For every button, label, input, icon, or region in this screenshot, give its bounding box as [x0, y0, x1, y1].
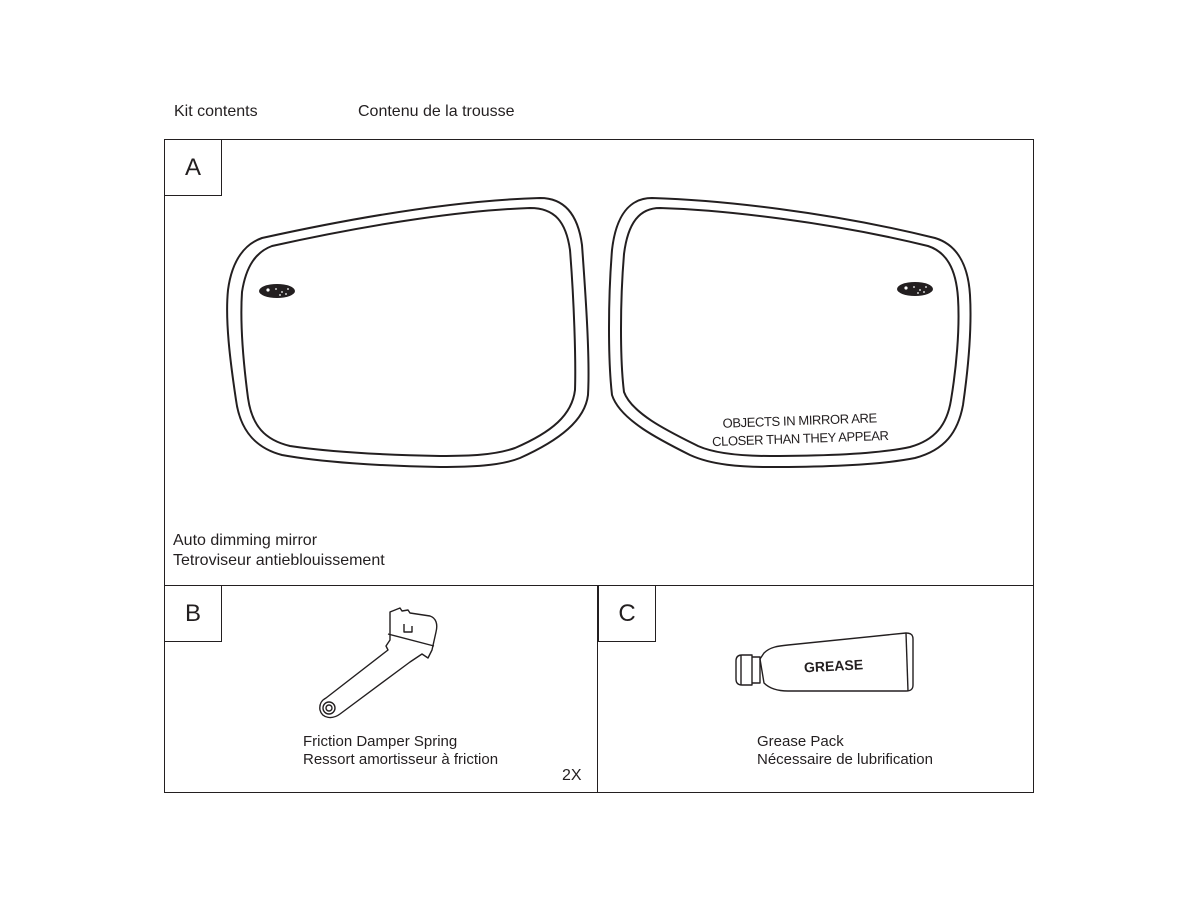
- section-b-caption: Friction Damper Spring Ressort amortisse…: [303, 733, 498, 769]
- section-a-caption-fr: Tetroviseur antieblouissement: [173, 552, 385, 569]
- section-c-label: C: [598, 585, 656, 642]
- brand-emblem-icon-right: [897, 282, 933, 296]
- section-b-label: B: [164, 585, 222, 642]
- brand-emblem-icon-left: [259, 284, 295, 298]
- section-b-caption-fr: Ressort amortisseur à friction: [303, 751, 499, 768]
- section-c-caption-fr: Nécessaire de lubrification: [757, 751, 933, 768]
- kit-contents-title-fr: Contenu de la trousse: [358, 103, 515, 120]
- mirror-warning-text: OBJECTS IN MIRROR ARE CLOSER THAN THEY A…: [699, 409, 900, 452]
- section-a-caption-en: Auto dimming mirror: [173, 532, 318, 549]
- section-divider-vertical: [597, 585, 598, 793]
- grease-tube-icon: GREASE: [735, 632, 914, 692]
- section-a-label: A: [164, 139, 222, 196]
- section-a-caption: Auto dimming mirror Tetroviseur antieblo…: [173, 531, 385, 571]
- kit-contents-frame: [164, 139, 1034, 793]
- kit-contents-title-en: Kit contents: [174, 103, 258, 120]
- quantity-label: 2X: [562, 767, 582, 784]
- section-c-caption: Grease Pack Nécessaire de lubrification: [757, 733, 933, 769]
- damper-spring-icon: [319, 607, 438, 719]
- section-b-caption-en: Friction Damper Spring: [303, 733, 458, 750]
- section-c-caption-en: Grease Pack: [757, 733, 844, 750]
- grease-tube-label: GREASE: [804, 656, 864, 675]
